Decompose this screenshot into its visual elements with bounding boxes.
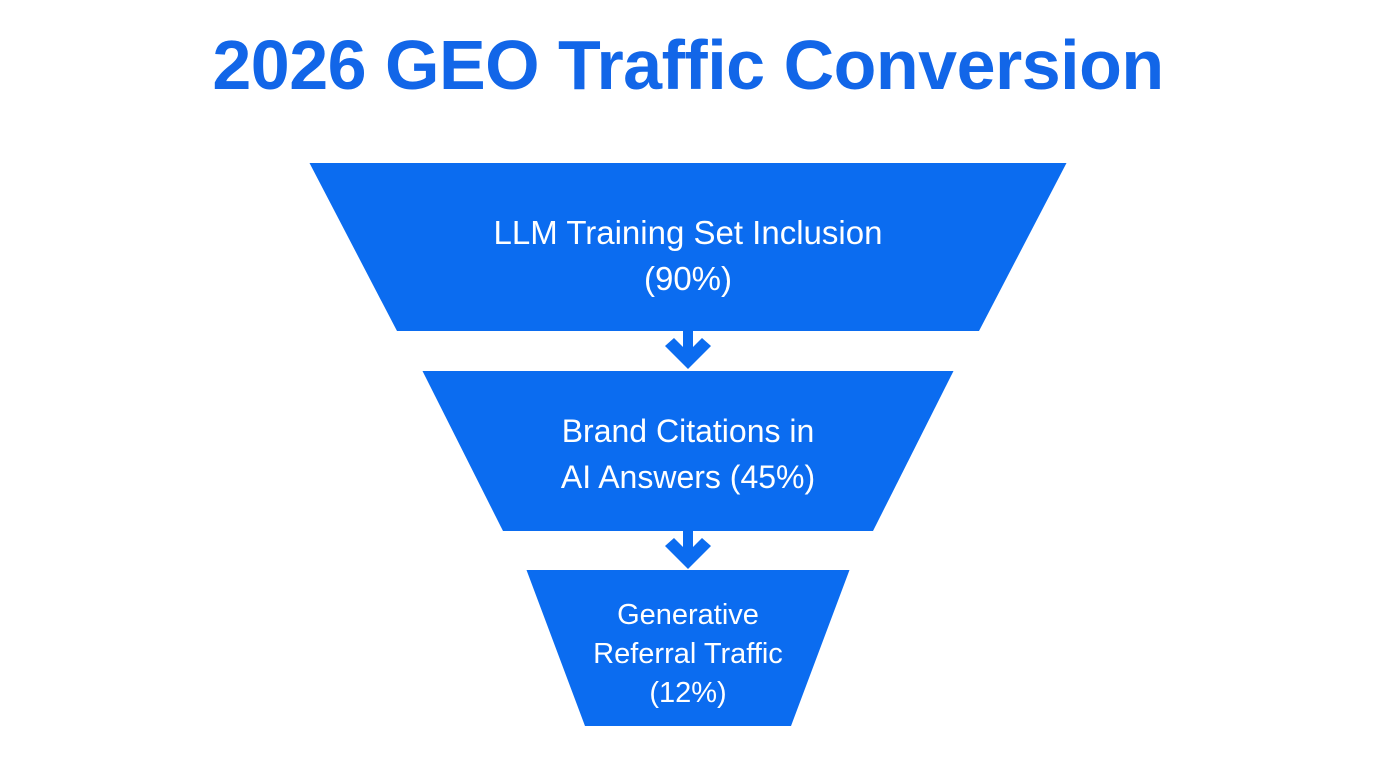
funnel-segment-shape: [309, 163, 1067, 331]
funnel-segment-shape: [422, 371, 954, 531]
funnel-stage-brand-citations-in-ai-answers[interactable]: Brand Citations in AI Answers (45%): [0, 371, 1376, 531]
funnel-stage-label: Brand Citations in AI Answers (45%): [560, 413, 816, 495]
funnel-stage-llm-training-set-inclusion[interactable]: LLM Training Set Inclusion (90%): [0, 163, 1376, 331]
funnel-stage-generative-referral-traffic[interactable]: Generative Referral Traffic (12%): [0, 570, 1376, 726]
funnel-connector-arrow-2: [0, 529, 1376, 573]
funnel-diagram: LLM Training Set Inclusion (90%) Brand C…: [0, 155, 1376, 755]
funnel-segment-shape: [526, 570, 850, 726]
funnel-stage-label: LLM Training Set Inclusion (90%): [493, 214, 883, 297]
funnel-stage-label: Generative Referral Traffic (12%): [593, 599, 783, 709]
page-title: 2026 GEO Traffic Conversion: [212, 26, 1164, 104]
down-arrow-icon: [665, 329, 711, 369]
down-arrow-icon: [665, 529, 711, 569]
funnel-connector-arrow-1: [0, 329, 1376, 373]
